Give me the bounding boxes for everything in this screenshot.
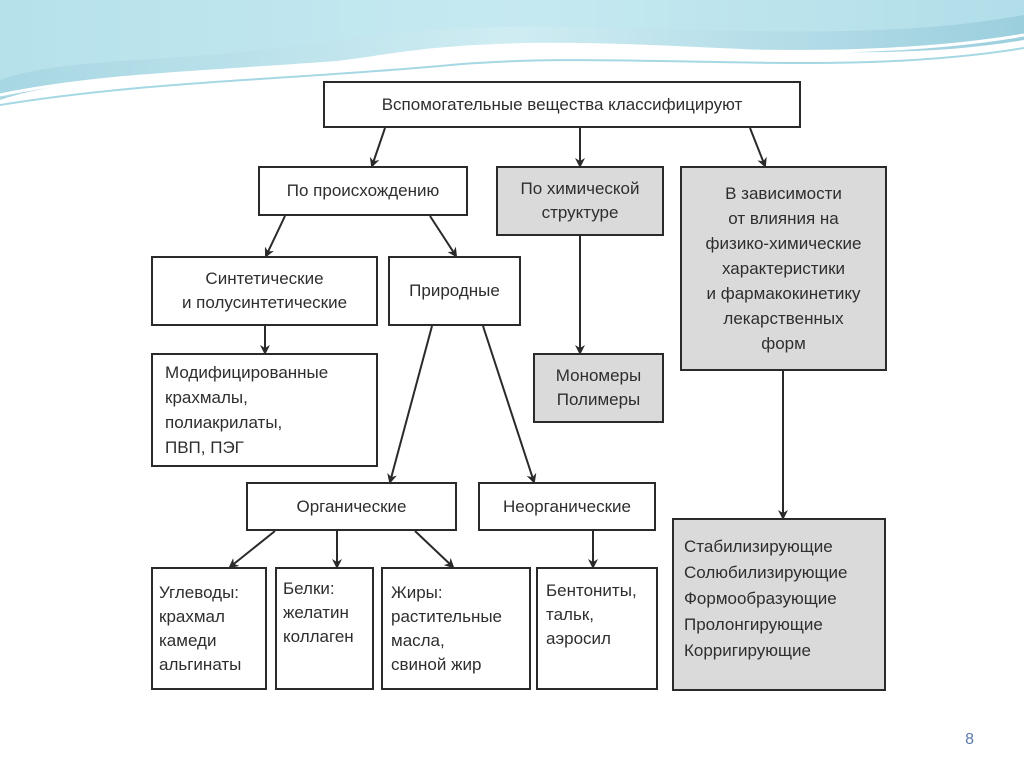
modified-box: Модифицированные крахмалы, полиакрилаты,… bbox=[151, 353, 378, 467]
page-number: 8 bbox=[965, 731, 974, 748]
fats-box: Жиры: растительные масла, свиной жир bbox=[381, 567, 531, 690]
arrow-origin-to-synth bbox=[264, 215, 286, 258]
arrow-root-to-origin bbox=[369, 127, 386, 168]
header-wave-decoration bbox=[0, 0, 1024, 106]
arrow-natural-to-inorganic bbox=[482, 325, 537, 484]
organic-box: Органические bbox=[246, 482, 457, 531]
bentonite-box: Бентониты, тальк, аэросил bbox=[536, 567, 658, 690]
synthetic-box: Синтетические и полусинтетические bbox=[151, 256, 378, 326]
inorganic-box: Неорганические bbox=[478, 482, 656, 531]
arrow-organic-to-carbs bbox=[228, 530, 276, 569]
monomers-box: Мономеры Полимеры bbox=[533, 353, 664, 423]
natural-box: Природные bbox=[388, 256, 521, 326]
proteins-box: Белки: желатин коллаген bbox=[275, 567, 374, 690]
arrow-root-to-depend bbox=[749, 127, 767, 168]
chem-structure-box: По химической структуре bbox=[496, 166, 664, 236]
dependence-box: В зависимости от влияния на физико-химич… bbox=[680, 166, 887, 371]
arrow-organic-to-fats bbox=[414, 530, 455, 569]
root-box: Вспомогательные вещества классифицируют bbox=[323, 81, 801, 128]
arrow-origin-to-natural bbox=[429, 215, 458, 258]
arrow-natural-to-organic bbox=[387, 325, 433, 484]
carbohydrates-box: Углеводы: крахмал камеди альгинаты bbox=[151, 567, 267, 690]
functions-box: Стабилизирующие Солюбилизирующие Формооб… bbox=[672, 518, 886, 691]
origin-box: По происхождению bbox=[258, 166, 468, 216]
